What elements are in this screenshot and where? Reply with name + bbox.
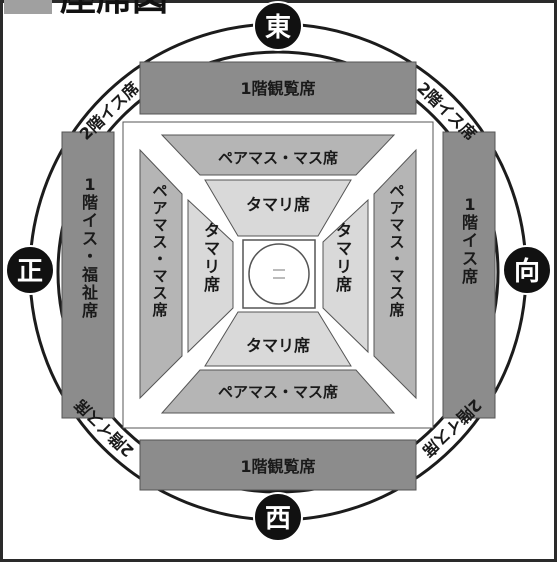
section-tamari-south[interactable] <box>204 311 352 367</box>
section-first-floor-chair-east[interactable] <box>442 131 496 419</box>
section-first-floor-viewing-north[interactable] <box>139 61 417 115</box>
label-pair-masu-east: ペアマス・マス席 <box>389 182 404 319</box>
section-pair-masu-south[interactable] <box>160 369 396 414</box>
badge-front-label: 正 <box>17 257 43 287</box>
label-first-floor-viewing-south: 1階観覧席 <box>240 457 315 476</box>
label-first-floor-viewing-north: 1階観覧席 <box>240 79 315 98</box>
label-pair-masu-west: ペアマス・マス席 <box>152 182 167 319</box>
badge-east-label: 東 <box>265 13 291 43</box>
badge-front: 正 <box>5 245 55 295</box>
title-marker <box>4 0 52 14</box>
section-tamari-north[interactable] <box>204 179 352 237</box>
badge-west: 西 <box>253 492 303 542</box>
section-tamari-west[interactable] <box>187 198 234 354</box>
section-pair-masu-east[interactable] <box>373 148 417 400</box>
label-tamari-north: タマリ席 <box>246 195 310 214</box>
badge-opposite-label: 向 <box>514 256 540 287</box>
section-first-floor-viewing-south[interactable] <box>139 439 417 491</box>
badge-west-label: 西 <box>265 504 291 534</box>
section-pair-masu-west[interactable] <box>139 148 183 400</box>
badge-east: 東 <box>253 1 303 51</box>
dohyo-ring <box>248 243 310 305</box>
label-tamari-south: タマリ席 <box>246 336 310 355</box>
section-tamari-east[interactable] <box>322 198 369 354</box>
label-tamari-west: タマリ席 <box>204 221 220 294</box>
label-tamari-east: タマリ席 <box>336 221 352 294</box>
section-pair-masu-north[interactable] <box>160 134 396 176</box>
label-pair-masu-north: ペアマス・マス席 <box>218 149 338 167</box>
chart-title: 座席図 <box>60 0 168 19</box>
label-pair-masu-south: ペアマス・マス席 <box>218 383 338 401</box>
section-first-floor-chair-west[interactable] <box>61 131 115 419</box>
badge-opposite: 向 <box>502 245 552 295</box>
